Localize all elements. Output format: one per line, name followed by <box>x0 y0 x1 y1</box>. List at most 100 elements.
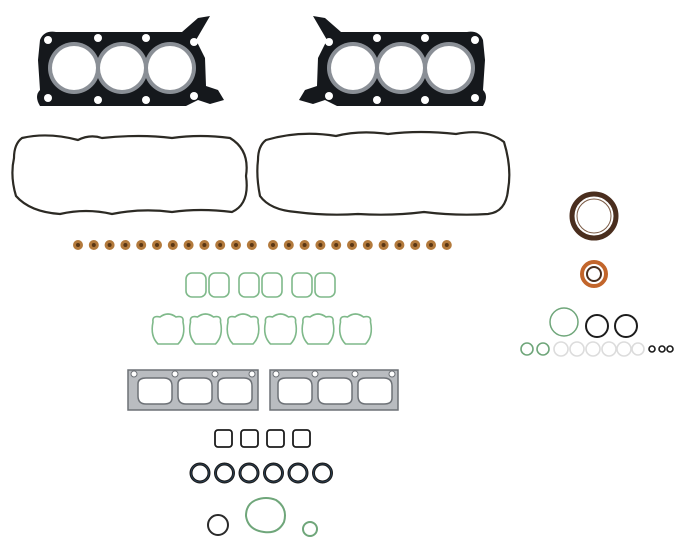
valve-stem-seal-center <box>123 243 128 247</box>
valve-stem-seal-center <box>91 243 96 247</box>
valve-stem-seal <box>362 240 373 250</box>
intake-gasket-small <box>261 272 283 298</box>
valve-stem-seal <box>183 240 194 250</box>
valve-stem-seal <box>283 240 294 250</box>
black-oring-highlight <box>313 463 332 483</box>
intake-gasket-large-row <box>151 313 373 345</box>
valve-stem-seal-center <box>334 243 339 247</box>
valve-stem-seal-center <box>249 243 254 247</box>
valve-stem-seal <box>410 240 421 250</box>
head-gasket-left <box>37 16 224 106</box>
valve-stem-seal <box>104 240 115 250</box>
rear-main-seal-inner <box>576 198 612 234</box>
valve-stem-seal <box>88 240 99 250</box>
front-crank-seal <box>580 260 608 288</box>
valve-stem-seal-center <box>286 243 291 247</box>
misc-ring <box>666 345 674 353</box>
black-ring-mid <box>585 314 609 338</box>
head-gasket-right <box>299 16 486 106</box>
black-oring-highlight <box>239 463 259 483</box>
valve-stem-seal-center <box>202 243 207 247</box>
valve-stem-seal <box>378 240 389 250</box>
square-seal <box>240 429 259 448</box>
valve-stem-seal-center <box>365 243 370 247</box>
misc-ring <box>616 341 632 357</box>
loop-gasket-bottom <box>244 497 286 534</box>
valve-stem-seal <box>331 240 342 250</box>
valve-stem-seal-center <box>429 243 433 247</box>
valve-stem-seal <box>347 240 357 250</box>
valve-stem-seal-row <box>73 240 452 250</box>
intake-gasket-small <box>208 272 230 298</box>
valve-stem-seal-center <box>139 243 144 247</box>
black-ring-right <box>614 314 638 338</box>
black-oring <box>214 462 235 484</box>
black-oring <box>189 462 211 484</box>
misc-ring <box>658 345 666 353</box>
black-oring-highlight <box>264 463 283 483</box>
misc-ring <box>585 341 601 357</box>
black-oring-highlight <box>288 463 308 483</box>
valve-stem-seal <box>299 240 310 250</box>
misc-ring <box>631 342 645 356</box>
black-oring-highlight <box>190 463 210 483</box>
intake-gasket-large <box>151 313 185 345</box>
valve-stem-seal-center <box>186 243 191 247</box>
black-oring <box>238 462 260 484</box>
valve-stem-seal <box>73 240 83 250</box>
valve-stem-seal <box>246 240 257 250</box>
valve-stem-seal <box>394 240 405 250</box>
valve-stem-seal-center <box>381 243 386 247</box>
valve-stem-seal-center <box>271 243 275 247</box>
valve-stem-seal-center <box>76 243 80 247</box>
intake-gasket-large <box>301 313 335 345</box>
green-oring-bottom-left <box>207 514 229 536</box>
intake-gasket-large <box>188 313 223 345</box>
intake-gasket-large <box>338 313 373 345</box>
valve-stem-seal <box>136 240 147 250</box>
misc-ring <box>536 342 550 356</box>
exhaust-manifold-gasket-left <box>127 369 259 411</box>
valve-stem-seal <box>426 240 436 250</box>
intake-gasket-small <box>314 272 336 298</box>
square-seal <box>292 429 311 448</box>
square-seal-row <box>214 429 311 448</box>
valve-stem-seal-center <box>302 243 307 247</box>
valve-stem-seal <box>167 240 178 250</box>
valve-stem-seal-center <box>350 243 354 247</box>
valve-stem-seal <box>152 240 162 250</box>
valve-stem-seal <box>268 240 278 250</box>
valve-cover-gasket-right <box>256 130 511 216</box>
valve-stem-seal-center <box>397 243 402 247</box>
intake-gasket-small-row <box>185 272 336 298</box>
valve-stem-seal-center <box>234 243 238 247</box>
black-oring <box>287 462 309 484</box>
black-oring-row <box>189 462 333 484</box>
square-seal <box>266 429 285 448</box>
black-oring-highlight <box>215 463 234 483</box>
large-green-ring <box>549 307 579 337</box>
valve-stem-seal <box>199 240 210 250</box>
intake-gasket-small <box>185 272 207 298</box>
black-oring <box>263 462 284 484</box>
square-seal <box>214 429 233 448</box>
valve-stem-seal <box>441 240 452 250</box>
intake-gasket-small <box>238 272 260 298</box>
black-oring <box>312 462 333 484</box>
valve-stem-seal-center <box>170 243 175 247</box>
valve-stem-seal <box>315 240 326 250</box>
misc-ring <box>569 341 585 357</box>
misc-ring <box>648 345 656 353</box>
front-crank-seal-inner <box>586 266 602 282</box>
valve-stem-seal-center <box>107 243 112 247</box>
valve-stem-seal-center <box>444 243 449 247</box>
valve-cover-gasket-left <box>11 134 248 216</box>
misc-ring <box>601 341 617 357</box>
valve-stem-seal-center <box>218 243 223 247</box>
valve-stem-seal <box>231 240 241 250</box>
misc-ring <box>520 342 534 356</box>
valve-stem-seal <box>120 240 131 250</box>
valve-stem-seal-center <box>318 243 323 247</box>
green-oring-bottom-right <box>302 521 318 537</box>
